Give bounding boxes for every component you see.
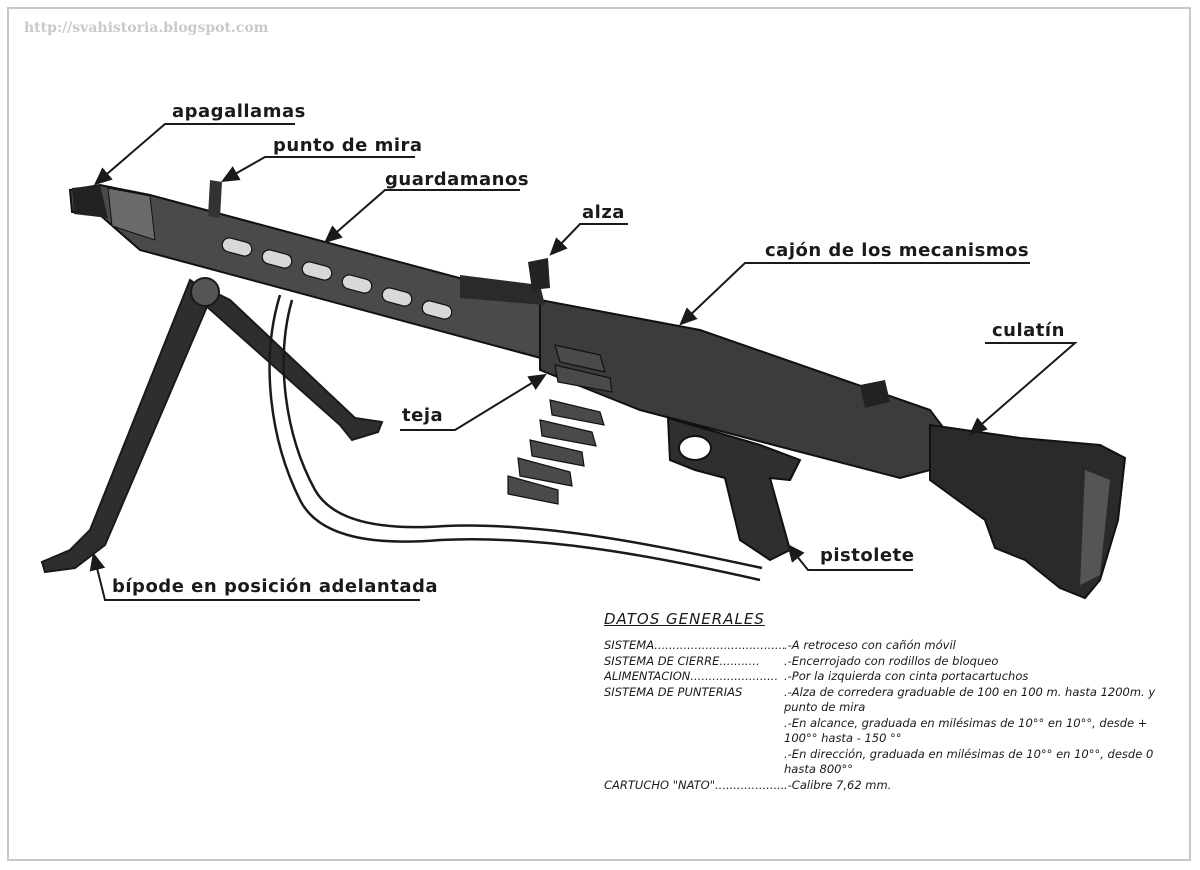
datos-row: SISTEMA.................................… xyxy=(604,638,1174,654)
stock-drawing xyxy=(929,423,1127,600)
datos-row: .-En alcance, graduada en milésimas de 1… xyxy=(604,716,1174,747)
watermark: http://svahistoria.blogspot.com xyxy=(24,20,269,36)
datos-generales: DATOS GENERALES SISTEMA.................… xyxy=(604,610,1174,793)
datos-value: .-En dirección, graduada en milésimas de… xyxy=(784,746,1154,777)
pointer-lines xyxy=(89,123,1078,601)
sling-drawing xyxy=(268,294,763,582)
label-pistolete: pistolete xyxy=(820,545,915,566)
datos-key: SISTEMA.................................… xyxy=(604,638,784,652)
datos-key: CARTUCHO "NATO"................... xyxy=(604,777,784,792)
datos-value: .-Alza de corredera graduable de 100 en … xyxy=(784,684,1156,715)
datos-key: SISTEMA DE CIERRE........... xyxy=(604,653,760,668)
label-culatin: culatín xyxy=(992,320,1065,341)
datos-key: SISTEMA DE PUNTERIAS xyxy=(604,684,743,699)
datos-row: SISTEMA DE CIERRE........... .-Encerroja… xyxy=(604,654,1174,670)
label-bipode: bípode en posición adelantada xyxy=(112,576,439,597)
datos-key xyxy=(604,747,784,778)
datos-value: .-Encerrojado con rodillos de bloqueo xyxy=(784,653,999,668)
datos-title: DATOS GENERALES xyxy=(604,610,765,628)
datos-row: .-En dirección, graduada en milésimas de… xyxy=(604,747,1174,778)
label-guardamanos: guardamanos xyxy=(385,169,530,190)
label-alza: alza xyxy=(582,202,625,223)
ammo-belt-drawing xyxy=(507,344,613,505)
datos-row: SISTEMA DE PUNTERIAS .-Alza de corredera… xyxy=(604,685,1174,716)
barrel-jacket-drawing xyxy=(68,180,562,362)
datos-row: ALIMENTACION........................ .-P… xyxy=(604,669,1174,685)
datos-key: ALIMENTACION........................ xyxy=(604,669,779,683)
label-teja: teja xyxy=(402,405,444,426)
datos-value: .-Calibre 7,62 mm. xyxy=(784,777,892,792)
datos-key xyxy=(604,716,784,747)
datos-value: .-Por la izquierda con cinta portacartuc… xyxy=(784,669,1029,683)
datos-row: CARTUCHO "NATO"................... .-Cal… xyxy=(604,778,1174,794)
datos-value: .-A retroceso con cañón móvil xyxy=(784,638,956,652)
label-cajon: cajón de los mecanismos xyxy=(765,240,1030,261)
label-apagallamas: apagallamas xyxy=(172,101,306,122)
grip-drawing xyxy=(666,416,802,562)
label-punto-de-mira: punto de mira xyxy=(273,135,423,156)
datos-value: .-En alcance, graduada en milésimas de 1… xyxy=(784,715,1148,746)
